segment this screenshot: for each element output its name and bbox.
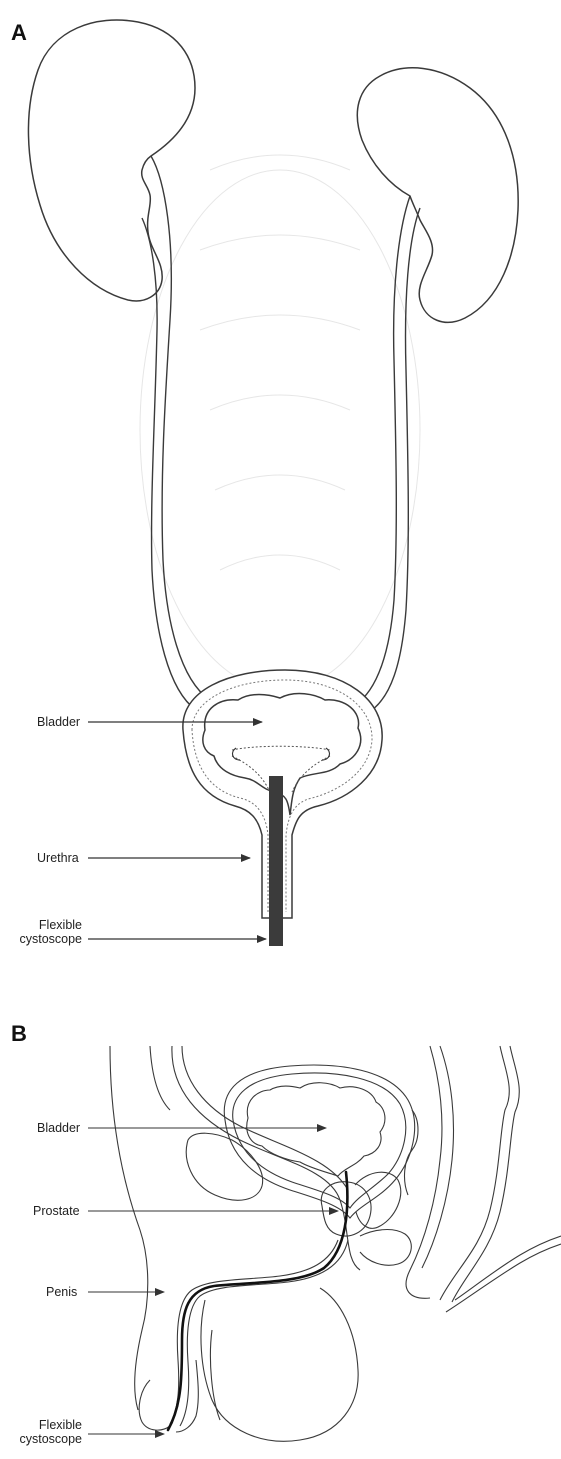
- abdominal-wall: [110, 1046, 148, 1410]
- right-kidney: [357, 68, 518, 322]
- pubic-bone: [186, 1133, 262, 1200]
- label-a-bladder: Bladder: [37, 715, 80, 729]
- seminal-vesicle: [405, 1110, 418, 1195]
- scrotum: [201, 1288, 358, 1441]
- sacrum-curve: [455, 1236, 561, 1300]
- label-a-flexible: Flexible: [20, 918, 82, 932]
- left-kidney: [28, 20, 195, 301]
- label-a-cystoscope: cystoscope: [12, 932, 82, 946]
- label-b-bladder: Bladder: [37, 1121, 80, 1135]
- panel-b-pelvis-diagram: [110, 1046, 561, 1441]
- urethra-b-outer: [170, 1240, 338, 1424]
- label-b-penis: Penis: [46, 1285, 77, 1299]
- abdominal-wall-inner: [150, 1046, 170, 1110]
- left-ureter: [142, 156, 210, 710]
- label-b-cystoscope: cystoscope: [12, 1432, 82, 1446]
- flexible-cystoscope-bar: [269, 776, 283, 946]
- sacrum-curve-inner: [446, 1244, 561, 1312]
- rectum-outer: [406, 1046, 442, 1298]
- background-ghost-lines: [140, 155, 420, 690]
- label-b-flexible: Flexible: [20, 1418, 82, 1432]
- label-a-urethra: Urethra: [37, 851, 79, 865]
- label-b-prostate: Prostate: [33, 1204, 80, 1218]
- bladder-b-inner: [247, 1083, 385, 1176]
- glans: [139, 1380, 170, 1430]
- peritoneum-outer: [172, 1046, 360, 1270]
- prostate-adjacent-2: [360, 1230, 411, 1266]
- panel-b-letter: B: [11, 1021, 27, 1047]
